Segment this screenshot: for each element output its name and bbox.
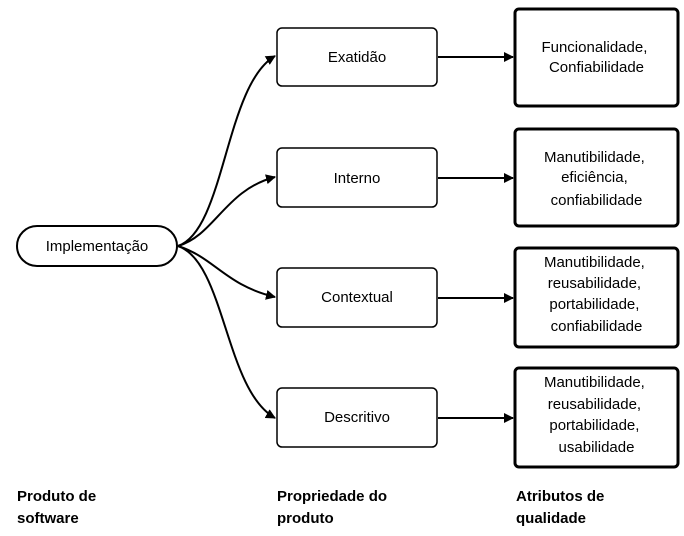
attribute-node-2: Manutibilidade, eficiência, confiabilida…	[513, 127, 680, 228]
source-node-label: Implementação	[46, 238, 149, 255]
property-node-exatidao: Exatidão	[276, 27, 438, 87]
attribute-line: reusabilidade,	[548, 275, 641, 292]
property-node-contextual: Contextual	[276, 267, 438, 328]
edge-source-to-exatidao	[177, 55, 276, 247]
svg-text:Funcionalidade, Confiabi: Funcionalidade, Confiabilidade	[541, 39, 651, 76]
attribute-line: Funcionalidade,	[541, 39, 647, 56]
attribute-line: usabilidade	[559, 439, 635, 456]
attribute-line: Manutibilidade,	[544, 374, 645, 391]
edge-source-to-interno	[177, 174, 276, 247]
attribute-node-1: Funcionalidade, Confiabilidade	[513, 7, 680, 108]
column-label-line: Atributos de	[516, 488, 605, 505]
attribute-line: Manutibilidade,	[544, 149, 645, 166]
svg-text:Manutibilidade, reusabil: Manutibilidade, reusabilidade, portabili…	[544, 374, 649, 456]
column-label-propriedade-do-produto: Propriedade do produto	[277, 486, 387, 530]
property-label: Interno	[334, 170, 381, 187]
attribute-node-4: Manutibilidade, reusabilidade, portabili…	[513, 366, 680, 469]
edge-source-to-descritivo	[177, 245, 276, 419]
property-label: Descritivo	[324, 409, 390, 426]
attribute-line: eficiência,	[561, 169, 628, 186]
attribute-node-3: Manutibilidade, reusabilidade, portabili…	[513, 246, 680, 349]
attribute-line: portabilidade,	[549, 417, 639, 434]
attribute-line: reusabilidade,	[548, 396, 641, 413]
attribute-line: portabilidade,	[549, 296, 639, 313]
property-label: Contextual	[321, 289, 393, 306]
property-label: Exatidão	[328, 49, 386, 66]
column-label-atributos-de-qualidade: Atributos de qualidade	[516, 486, 604, 530]
attribute-line: Manutibilidade,	[544, 254, 645, 271]
attribute-line: confiabilidade	[551, 192, 643, 209]
edge-source-to-contextual	[177, 245, 276, 300]
svg-text:Manutibilidade, eficiênc: Manutibilidade, eficiência, confiabilida…	[544, 149, 649, 209]
attribute-line: Confiabilidade	[549, 59, 644, 76]
column-label-line: Propriedade do	[277, 488, 388, 505]
svg-text:Manutibilidade, reusabil: Manutibilidade, reusabilidade, portabili…	[544, 254, 649, 335]
column-label-line: software	[17, 510, 79, 527]
column-label-line: qualidade	[516, 510, 587, 527]
property-node-interno: Interno	[276, 147, 438, 208]
source-node: Implementação	[16, 225, 178, 267]
column-label-line: produto	[277, 510, 334, 527]
property-node-descritivo: Descritivo	[276, 387, 438, 448]
attribute-line: confiabilidade	[551, 318, 643, 335]
column-label-line: Produto de	[17, 488, 97, 505]
column-label-produto-de-software: Produto de software	[17, 486, 96, 530]
